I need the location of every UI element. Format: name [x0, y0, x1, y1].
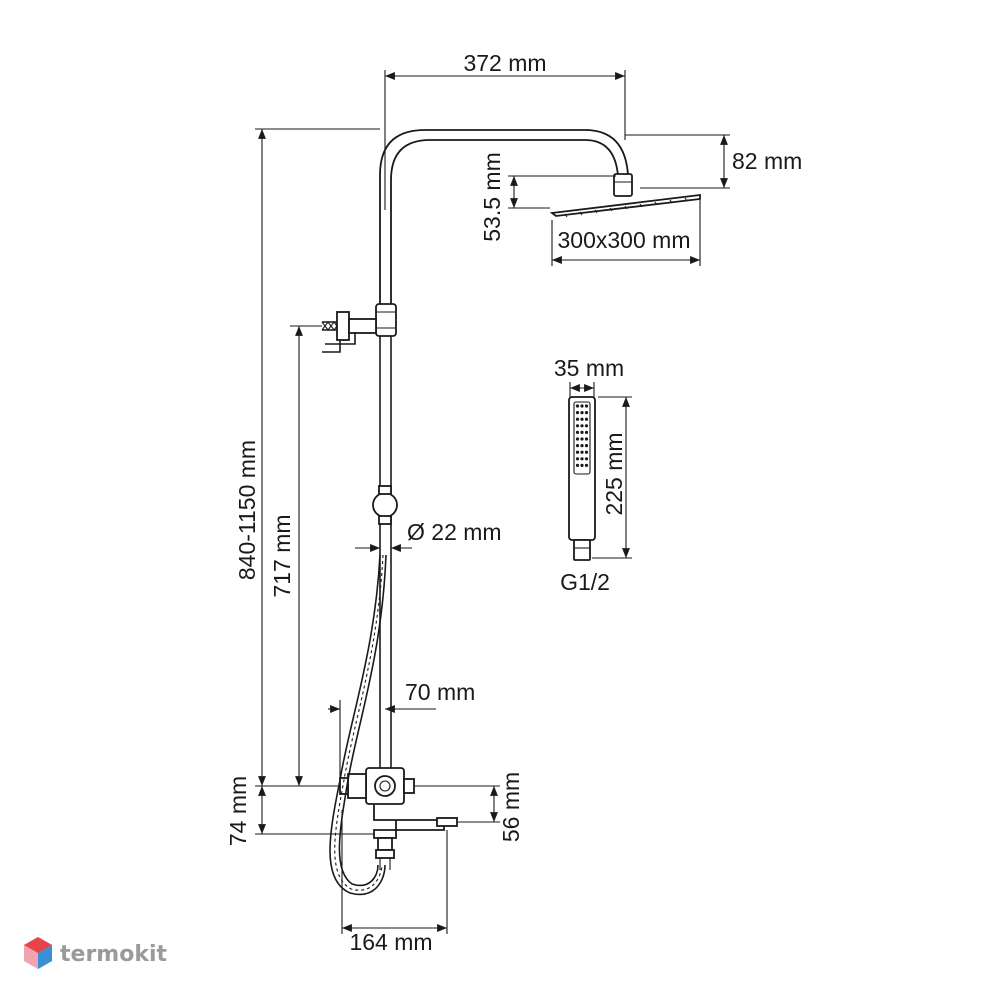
spray-dot: [575, 417, 580, 421]
spray-dot: [584, 437, 589, 441]
spray-dot: [575, 444, 580, 448]
spray-dot: [575, 424, 580, 428]
spray-dot: [580, 430, 584, 434]
spray-dot: [584, 463, 589, 467]
hand-shower: [568, 396, 596, 561]
spray-dot: [584, 430, 589, 434]
spray-dot: [575, 430, 580, 434]
dim-label-spout-length: 164 mm: [349, 929, 432, 955]
hand-shower-spray-dots: [575, 404, 589, 467]
termokit-logo: termokit: [24, 937, 167, 969]
spray-dot: [584, 411, 589, 415]
mixer-valve: [339, 767, 458, 870]
dim-label-hand-thread: G1/2: [560, 569, 610, 595]
spray-dot: [584, 417, 589, 421]
dim-label-hose-offset: 70 mm: [405, 679, 475, 705]
shower-column: [372, 129, 629, 770]
spray-dot: [584, 424, 589, 428]
spray-dot: [575, 437, 580, 441]
spray-dot: [584, 404, 589, 408]
dim-label-hand-length: 225 mm: [601, 432, 627, 515]
spray-dot: [580, 450, 584, 454]
spray-dot: [580, 444, 584, 448]
dim-label-hand-width: 35 mm: [554, 355, 624, 381]
spray-dot: [575, 457, 580, 461]
spray-dot: [580, 411, 584, 415]
spray-dot: [580, 437, 584, 441]
dim-label-height-range: 840-1150 mm: [234, 440, 260, 580]
spray-dot: [575, 463, 580, 467]
dim-label-rod-diameter: Ø 22 mm: [407, 519, 502, 545]
dim-label-holder-height: 717 mm: [269, 514, 295, 597]
spray-dot: [575, 411, 580, 415]
shower-hose: [329, 554, 387, 896]
spray-dot: [580, 404, 584, 408]
spray-dot: [580, 457, 584, 461]
dim-label-head-drop: 82 mm: [732, 148, 802, 174]
spray-dot: [575, 404, 580, 408]
spray-dot: [580, 463, 584, 467]
dim-label-mixer-height: 74 mm: [225, 776, 251, 846]
spray-dot: [580, 424, 584, 428]
spray-dot: [584, 450, 589, 454]
dim-label-spout-height: 56 mm: [498, 772, 524, 842]
spray-dot: [584, 444, 589, 448]
termokit-logo-text: termokit: [60, 942, 167, 967]
dimension-lines: [255, 70, 730, 934]
rain-shower-head: [549, 173, 701, 218]
wall-bracket: [321, 311, 377, 353]
spray-dot: [575, 450, 580, 454]
dim-label-arm-reach: 372 mm: [463, 50, 546, 76]
spray-dot: [584, 457, 589, 461]
dim-label-head-size: 300x300 mm: [558, 227, 691, 253]
dim-label-head-height: 53.5 mm: [479, 152, 505, 241]
spray-dot: [580, 417, 584, 421]
